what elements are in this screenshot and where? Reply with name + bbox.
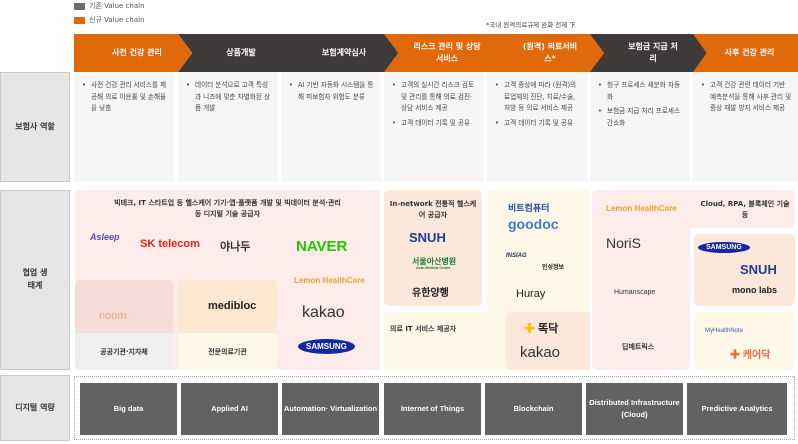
row-label-ecosystem: 협업 생태계 [0, 190, 70, 370]
chain-step-7: 사후 건강 관리 [693, 34, 798, 72]
legend-swatch-gray [74, 2, 85, 10]
myhealthnote-logo: MyHealthNote [705, 328, 744, 334]
role-cell-6: 청구 프로세스 세분화 자동화보험금 지급 처리 프로세스 간소화 [590, 72, 690, 182]
bigtech-title: 빅테크, IT 스타트업 등 헬스케어 기기·앱·플랫폼 개발 및 빅데이터 분… [114, 199, 341, 219]
role-item: 고객 건강 관련 데이터 기반 예측분석을 통해 사후 관리 및 증상 재발 방… [701, 80, 792, 115]
role-cell-4: 고객의 실시간 리스크 검토 및 관리를 통해 의료 검진·상담 서비스 제공고… [384, 72, 484, 182]
chain-step-label: 사후 건강 관리 [724, 48, 775, 57]
role-item: 청구 프로세스 세분화 자동화 [598, 80, 684, 103]
sk-telecom-logo: SK telecom [140, 238, 200, 250]
role-item: 고객 증상에 따라 (원격)의료업체의 진단, 치료/수술, 처방 등 의료 서… [495, 80, 581, 115]
kakao-logo: kakao [520, 344, 561, 361]
ttokdak-logo: ✚ 똑닥 [524, 320, 558, 336]
legend-label: 기존 Value chain [89, 2, 145, 10]
capability-iot: Internet of Things [384, 383, 481, 435]
role-cell-2: 데이터 분석으로 고객 특성과 니즈에 맞춘 차별화된 상품 개발 [178, 72, 278, 182]
specialist-logo-area [178, 280, 277, 333]
innetwork-title: In-network 전통적 헬스케어 공급자 [389, 200, 477, 220]
chain-step-5: (원격) 의료서비스* [487, 34, 605, 72]
specialist-label: 전문의료기관 [208, 347, 247, 356]
chain-step-3: 보험계약심사 [281, 34, 399, 72]
caredoc-label: 케어닥 [742, 350, 771, 361]
capability-applied-ai: Applied AI [181, 383, 278, 435]
chain-step-label: 보험금 지급 처리 [628, 42, 678, 63]
snuh-logo: SNUH [409, 230, 446, 245]
medibloc-logo: medibloc [208, 300, 257, 312]
huray-logo: Huray [516, 288, 546, 300]
yuhan-logo: 유한양행 [412, 288, 449, 299]
naver-logo: NAVER [296, 238, 348, 255]
cloud-sub-group-2 [694, 312, 795, 370]
insiag-logo: INSIAG [506, 253, 527, 259]
digital-group [74, 376, 795, 440]
role-item: 고객 데이터 기록 및 공유 [495, 118, 581, 130]
row-label-digital: 디지털 역량 [0, 375, 70, 441]
asan-logo-sub: Asan Medical Center [416, 266, 451, 270]
insung-logo: 인성정보 [542, 265, 565, 271]
capability-predictive: Predictive Analytics [687, 383, 787, 435]
role-item: 사전 건강 관리 서비스를 제공해 의료 이용률 및 손해율을 낮춤 [82, 80, 168, 115]
cloud-title: Cloud, RPA, 블록체인 기술 등 [700, 200, 790, 220]
plus-icon: ✚ [730, 350, 740, 361]
role-item: 고객의 실시간 리스크 검토 및 관리를 통해 의료 검진·상담 서비스 제공 [392, 80, 478, 115]
innetwork-group [384, 190, 482, 306]
capability-big-data: Big data [80, 383, 177, 435]
footnote: *국내 원격의료규제 완화 전제 下 [486, 21, 576, 29]
samsung-logo: SAMSUNG [298, 339, 355, 354]
cloud-group [592, 190, 795, 228]
role-item: AI 기반 자동화 시스템을 통해 피보험자 위험도 분류 [289, 80, 375, 103]
chain-step-label: 리스크 관리 및 상담 서비스 [413, 42, 481, 63]
lemon-healthcare-logo: Lemon HealthCare [294, 276, 365, 285]
public-logo-area [75, 280, 173, 333]
chain-step-6: 보험금 지급 처리 [590, 34, 708, 72]
role-item: 고객 데이터 기록 및 공유 [392, 118, 478, 130]
role-item: 데이터 분석으로 고객 특성과 니즈에 맞춘 차별화된 상품 개발 [186, 80, 272, 115]
chain-step-1: 사전 건강 관리 [74, 34, 192, 72]
yanadoo-logo: 야나두 [220, 241, 251, 253]
legend-label: 신규 Value chain [89, 16, 145, 24]
monolabs-logo: mono labs [732, 285, 778, 295]
bitcomputer-logo: 비트컴퓨터 [508, 203, 550, 213]
asleep-logo: Asleep [90, 232, 120, 242]
capability-automation: Automation· Virtualization [282, 383, 379, 435]
caredoc-logo: ✚ 케어닥 [730, 346, 770, 361]
role-item: 보험금 지급 처리 프로세스 간소화 [598, 106, 684, 129]
snuh-logo: SNUH [740, 262, 777, 277]
ttokdak-label: 똑닥 [538, 323, 559, 335]
samsung-logo: SAMSUNG [698, 242, 750, 253]
kakao-ttokdak-area [506, 312, 590, 370]
role-cell-1: 사전 건강 관리 서비스를 제공해 의료 이용률 및 손해율을 낮춤 [74, 72, 174, 182]
noris-logo: NoriS [606, 235, 642, 251]
row-label-insurer: 보험사 역할 [0, 72, 70, 182]
lemon-healthcare-logo: Lemon HealthCare [606, 204, 677, 213]
capability-cloud: Distributed Infrastructure (Cloud) [586, 383, 683, 435]
legend-swatch-orange [74, 16, 85, 24]
medit-title: 의료 IT 서비스 제공자 [390, 325, 457, 333]
role-cell-5: 고객 증상에 따라 (원격)의료업체의 진단, 치료/수술, 처방 등 의료 서… [487, 72, 587, 182]
chain-step-label: (원격) 의료서비스* [522, 42, 578, 63]
legend-new: 신규 Value chain [74, 15, 145, 25]
specialist-group: medibloc 전문의료기관 [178, 280, 277, 370]
asan-logo: 서울아산병원 [412, 257, 457, 266]
kakao-logo: kakao [302, 304, 345, 321]
chain-step-4: 리스크 관리 및 상담 서비스 [384, 34, 502, 72]
role-cell-3: AI 기반 자동화 시스템을 통해 피보험자 위험도 분류 [281, 72, 381, 182]
role-cell-7: 고객 건강 관련 데이터 기반 예측분석을 통해 사후 관리 및 증상 재발 방… [693, 72, 798, 182]
deepmetrics-logo: 딥메트릭스 [622, 344, 655, 351]
row-label-text: 협업 생태계 [22, 268, 48, 290]
legend-existing: 기존 Value chain [74, 1, 145, 11]
capability-blockchain: Blockchain [485, 383, 582, 435]
plus-icon: ✚ [524, 323, 535, 335]
humanscape-logo: Humanscape [614, 289, 656, 296]
public-group: noom. 공공기관·지자체 [75, 280, 173, 370]
chain-step-2: 상품개발 [178, 34, 296, 72]
noom-logo: noom. [99, 310, 130, 322]
public-label: 공공기관·지자체 [100, 347, 148, 356]
goodoc-logo: goodoc [508, 216, 559, 232]
